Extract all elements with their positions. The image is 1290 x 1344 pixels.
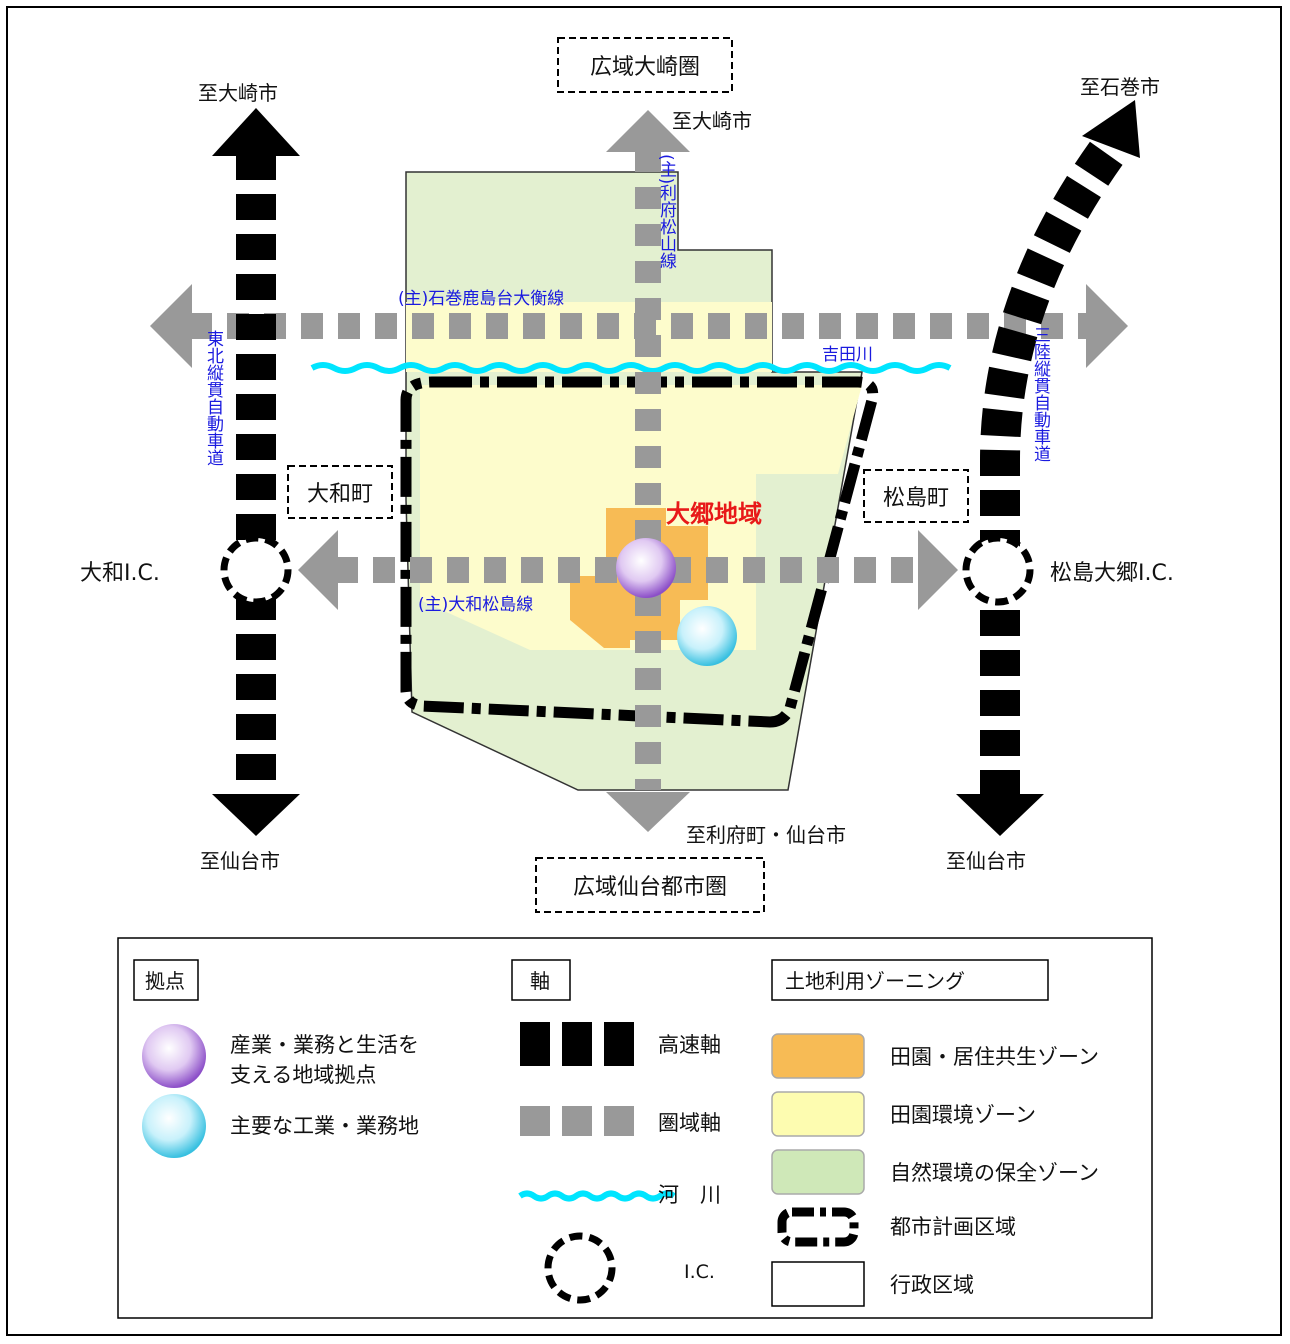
route-taiwa-label: (主)大和松島線 xyxy=(418,595,533,615)
axis-title: 軸 xyxy=(530,969,550,993)
route-ishinomaki-label: (主)石巻鹿島台大衡線 xyxy=(398,289,564,309)
regional-axis-horizontal-south xyxy=(298,530,958,610)
to-osaki-center-label: 至大崎市 xyxy=(672,109,752,133)
axis-item-regional: 圏域軸 xyxy=(658,1111,721,1135)
zoning-title: 土地利用ゾーニング xyxy=(785,969,965,993)
zoning-item-4: 都市計画区域 xyxy=(890,1215,1016,1239)
matsushima-town-box xyxy=(863,469,969,523)
route-rifu-label: (主)利府松山線 xyxy=(656,154,677,269)
tohoku-expressway-label: 東北縦貫自動車道 xyxy=(203,330,224,466)
river-swatch xyxy=(518,1190,676,1202)
to-sendai-right-label: 至仙台市 xyxy=(946,849,1026,873)
industrial-area-marker xyxy=(677,606,737,666)
matsushima-ic-circle xyxy=(962,534,1034,606)
yellow-zone-swatch xyxy=(771,1091,865,1137)
zoning-title-box xyxy=(771,959,1049,1001)
river-label: 吉田川 xyxy=(822,345,873,365)
yoshida-river xyxy=(310,362,952,374)
green-zone-swatch xyxy=(771,1149,865,1195)
axis-item-river: 河 川 xyxy=(658,1183,721,1207)
orange-zone-swatch xyxy=(771,1033,865,1079)
taiwa-ic-circle xyxy=(220,534,292,606)
zoning-item-2: 田園環境ゾーン xyxy=(890,1103,1036,1127)
zoning-item-3: 自然環境の保全ゾーン xyxy=(890,1161,1099,1185)
hub-item-1-line2: 支える地域拠点 xyxy=(230,1063,376,1087)
area-name-label: 大郷地域 xyxy=(666,500,762,528)
taiwa-town-box xyxy=(287,465,393,519)
ic-swatch xyxy=(544,1232,616,1304)
to-ishinomaki-label: 至石巻市 xyxy=(1080,75,1160,99)
hub-title: 拠点 xyxy=(145,969,185,993)
axis-title-box xyxy=(511,959,571,1001)
admin-area-swatch xyxy=(771,1261,865,1307)
tohoku-expressway-axis xyxy=(212,108,300,836)
zoning-item-1: 田園・居住共生ゾーン xyxy=(890,1045,1099,1069)
to-sendai-left-label: 至仙台市 xyxy=(200,849,280,873)
taiwa-town-label: 大和町 xyxy=(307,482,373,507)
sanriku-expressway-axis xyxy=(956,100,1140,836)
cyan-sphere-icon xyxy=(142,1094,206,1158)
hub-title-box xyxy=(133,959,199,1001)
taiwa-ic-label: 大和I.C. xyxy=(80,561,160,586)
hub-item-1-line1: 産業・業務と生活を xyxy=(230,1033,419,1057)
matsushima-ic-label: 松島大郷I.C. xyxy=(1050,561,1174,586)
regional-axis-swatch xyxy=(520,1106,634,1136)
south-region-box xyxy=(535,857,765,913)
legend: 拠点 軸 土地利用ゾーニング 産業・業務と生活を 支える地域拠点 主要な工業・業… xyxy=(117,937,1153,1319)
north-region-label: 広域大崎圏 xyxy=(590,55,700,80)
city-planning-boundary xyxy=(400,376,879,728)
purple-sphere-icon xyxy=(142,1024,206,1088)
matsushima-town-label: 松島町 xyxy=(883,486,949,511)
hub-item-2-label: 主要な工業・業務地 xyxy=(230,1114,419,1138)
to-rifu-sendai-label: 至利府町・仙台市 xyxy=(686,823,846,847)
regional-hub-marker xyxy=(616,538,676,598)
north-region-box xyxy=(557,37,733,93)
regional-axis-horizontal-north xyxy=(150,284,1128,368)
sanriku-expressway-label: 三陸縦貫自動車道 xyxy=(1030,326,1051,462)
map-frame xyxy=(6,6,1282,1336)
expressway-axis-swatch xyxy=(520,1022,634,1066)
axis-item-expressway: 高速軸 xyxy=(658,1033,721,1057)
regional-axis-vertical xyxy=(606,110,690,832)
city-planning-swatch xyxy=(777,1207,859,1247)
zoning-item-5: 行政区域 xyxy=(890,1273,974,1297)
axis-item-ic: I.C. xyxy=(684,1261,715,1283)
to-osaki-left-label: 至大崎市 xyxy=(198,81,278,105)
south-region-label: 広域仙台都市圏 xyxy=(573,875,727,900)
